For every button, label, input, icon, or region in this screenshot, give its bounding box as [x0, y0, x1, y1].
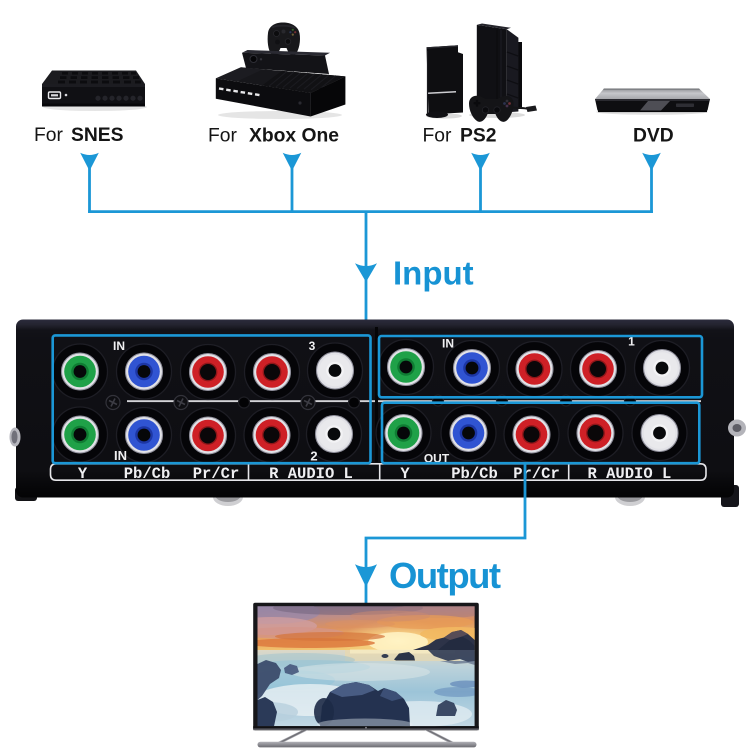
svg-text:SNES: SNES — [71, 125, 124, 146]
svg-text:3: 3 — [309, 339, 316, 353]
svg-text:IN: IN — [442, 337, 454, 351]
svg-text:For: For — [423, 126, 453, 147]
svg-text:Pb/Cb: Pb/Cb — [451, 465, 498, 483]
svg-text:Output: Output — [389, 555, 501, 596]
svg-text:1: 1 — [628, 335, 635, 349]
svg-text:For: For — [208, 126, 238, 147]
svg-text:IN: IN — [113, 339, 125, 353]
svg-text:2: 2 — [310, 449, 317, 464]
svg-text:DVD: DVD — [633, 126, 674, 147]
svg-text:PS2: PS2 — [460, 126, 496, 147]
svg-text:R AUDIO L: R AUDIO L — [269, 465, 353, 483]
svg-text:Pr/Cr: Pr/Cr — [193, 465, 240, 483]
svg-text:For: For — [34, 125, 64, 146]
svg-text:Y: Y — [400, 465, 410, 483]
svg-text:Input: Input — [393, 255, 474, 292]
svg-text:R AUDIO L: R AUDIO L — [588, 465, 672, 483]
svg-text:Pb/Cb: Pb/Cb — [124, 465, 171, 483]
svg-text:Xbox One: Xbox One — [249, 126, 339, 147]
svg-text:IN: IN — [114, 448, 127, 463]
svg-text:Y: Y — [78, 465, 88, 483]
svg-text:Pr/Cr: Pr/Cr — [513, 465, 560, 483]
